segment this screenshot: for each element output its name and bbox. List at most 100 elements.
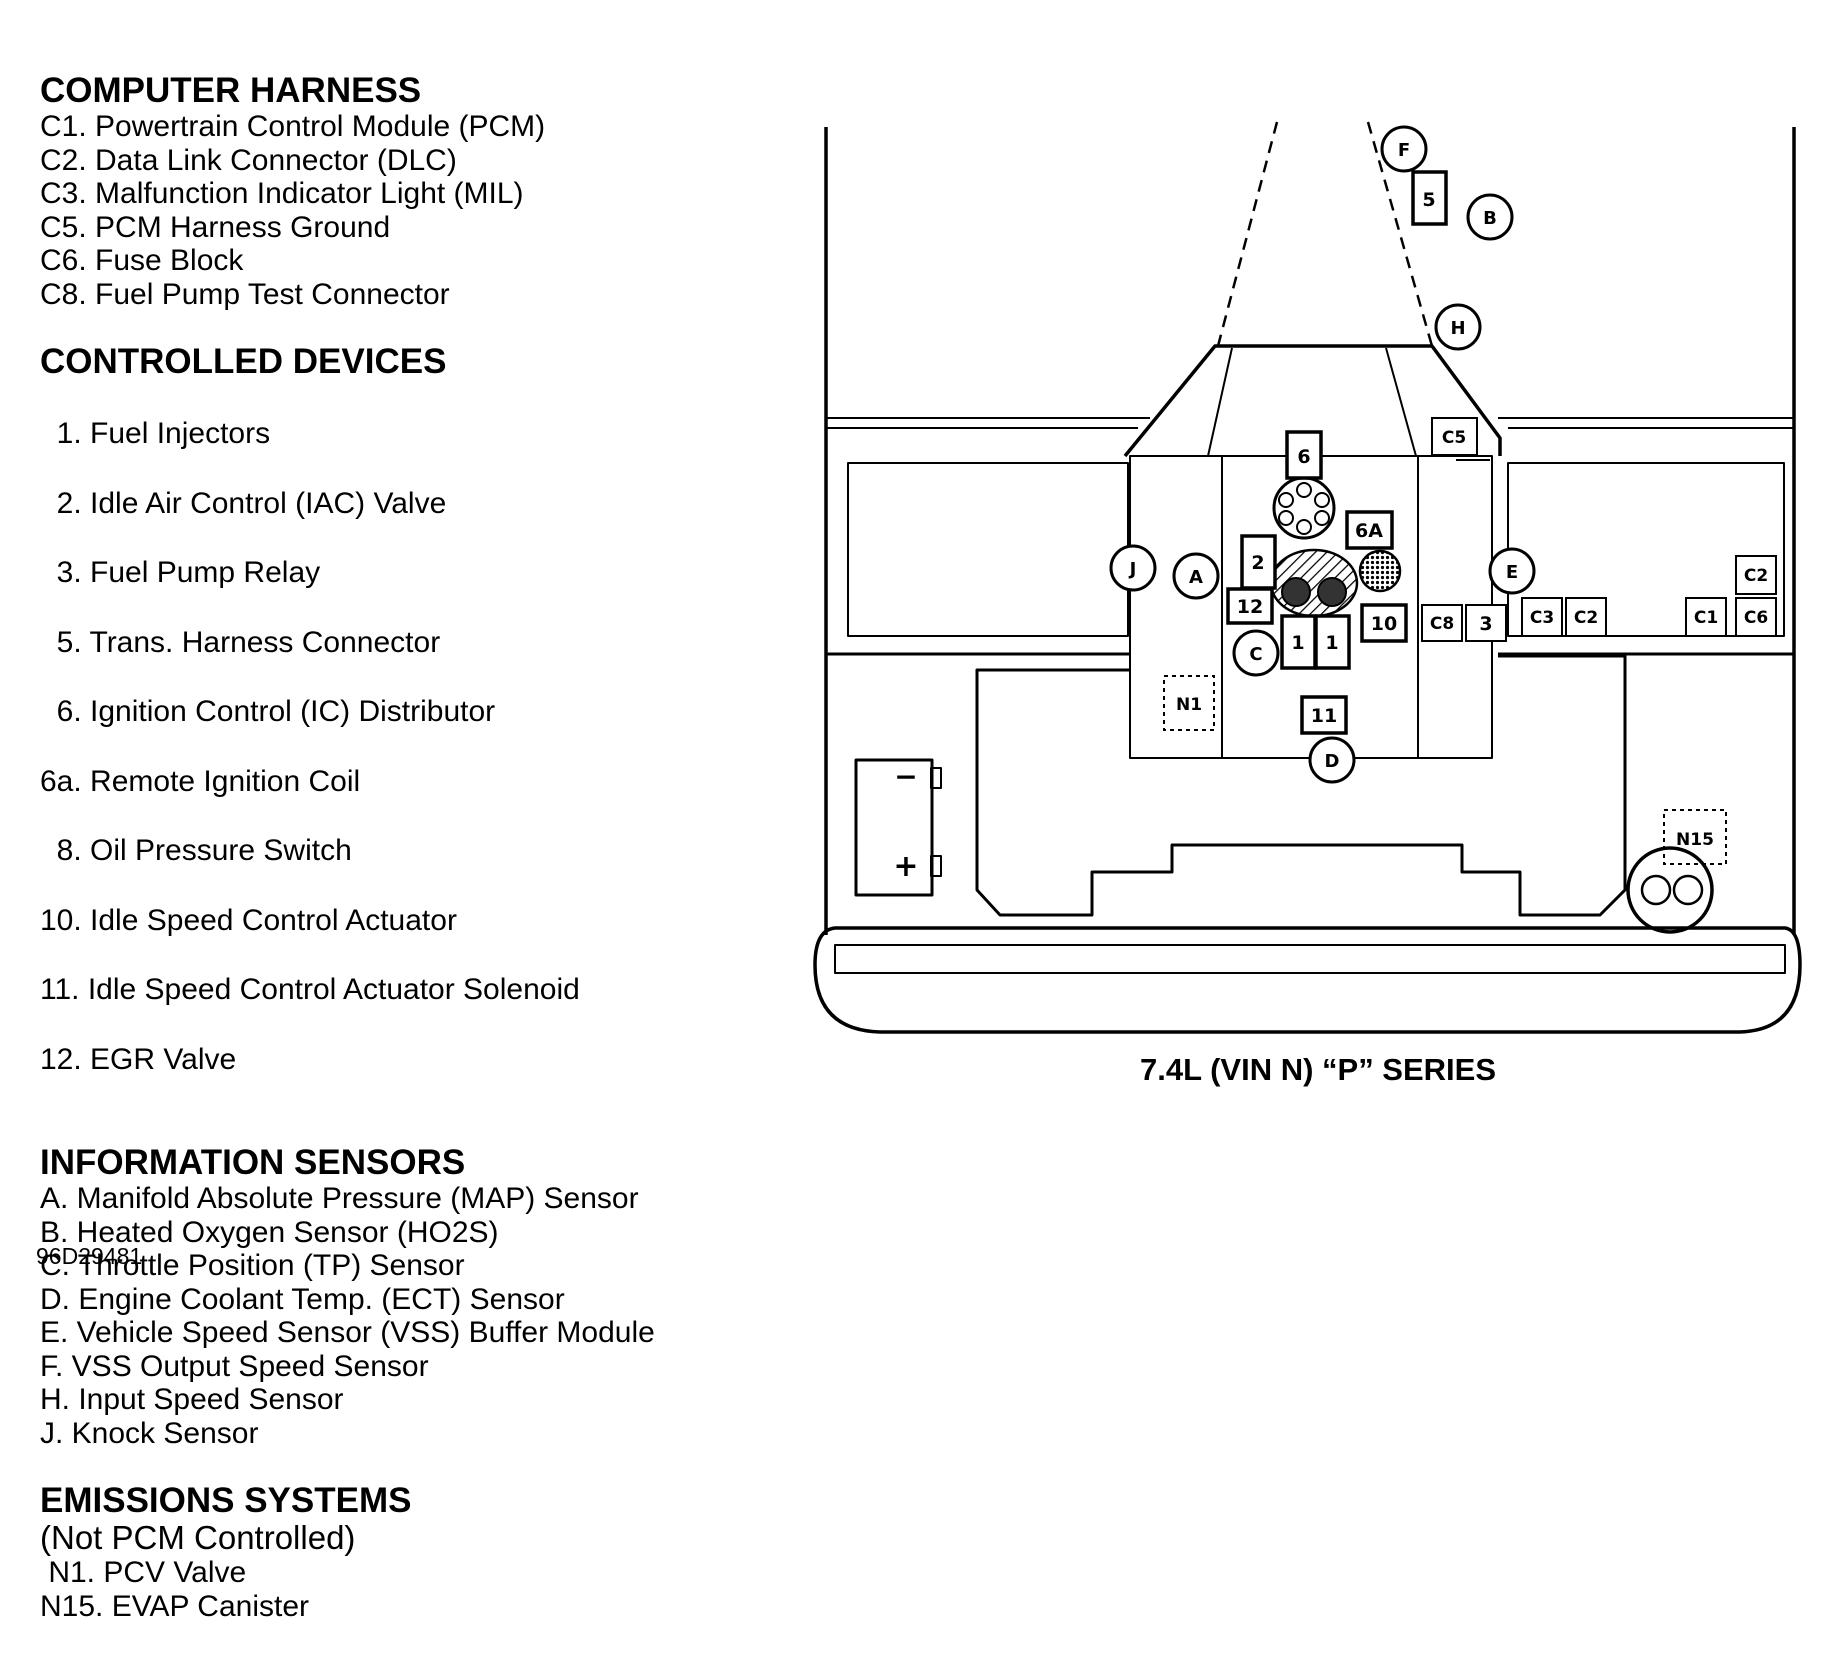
throttle-bore [1317, 577, 1347, 607]
distributor-post [1278, 492, 1294, 508]
list-item: N1. PCV Valve [40, 1556, 247, 1589]
distributor-post [1314, 510, 1330, 526]
section-title: EMISSIONS SYSTEMS [40, 1481, 412, 1520]
item-list: N1. PCV Valve N15. EVAP Canister [40, 1556, 760, 1623]
label-C8: C8 [1430, 614, 1454, 634]
connector-C1-box [1685, 597, 1727, 637]
list-item: N15. EVAP Canister [40, 1589, 310, 1623]
ignition-coil [1358, 549, 1402, 593]
label-5: 5 [1422, 189, 1435, 211]
distributor-post [1296, 482, 1312, 498]
component-12-box [1226, 587, 1274, 625]
list-item: 6. Ignition Control (IC) Distributor [40, 695, 496, 728]
component-2-box [1240, 534, 1277, 590]
evap-label-box [1663, 809, 1727, 865]
sensor-B-circle [1466, 193, 1514, 241]
sensor-D-circle [1308, 736, 1356, 784]
component-11-box [1300, 695, 1348, 735]
label-C5: C5 [1442, 428, 1466, 448]
canister-port [1672, 874, 1704, 906]
battery [854, 758, 934, 897]
label-6A: 6A [1355, 520, 1383, 542]
evap-canister [1626, 846, 1714, 934]
front-bumper [813, 926, 1802, 1034]
section-subtitle: (Not PCM Controlled) [40, 1519, 356, 1556]
section-title: INFORMATION SENSORS [40, 1143, 466, 1182]
list-item: C3. Malfunction Indicator Light (MIL) [40, 177, 524, 210]
section-controlled-devices: CONTROLLED DEVICES 1. Fuel Injectors 2. … [40, 343, 760, 1112]
canister-port [1640, 874, 1672, 906]
component-1-box [1280, 614, 1317, 670]
distributor-cap [1272, 476, 1336, 540]
list-item: B. Heated Oxygen Sensor (HO2S) [40, 1215, 499, 1249]
label-11: 11 [1311, 705, 1337, 727]
label-C6: C6 [1744, 608, 1768, 628]
sensor-E-circle [1488, 547, 1536, 595]
label-C: C [1249, 644, 1262, 665]
distributor-post [1278, 510, 1294, 526]
list-item: H. Input Speed Sensor [40, 1383, 344, 1416]
list-item: 5. Trans. Harness Connector [40, 625, 441, 659]
battery-minus: − [894, 760, 917, 793]
battery-terminal [930, 855, 942, 877]
label-J: J [1128, 559, 1137, 580]
connector-C6-box [1735, 597, 1777, 637]
distributor-post [1296, 519, 1312, 535]
section-emissions-systems: EMISSIONS SYSTEMS (Not PCM Controlled) N… [40, 1482, 760, 1623]
pcv-valve-box [1163, 675, 1215, 731]
label-C2: C2 [1574, 608, 1598, 628]
engine-compartment-diagram: − + F B [813, 121, 1802, 1034]
list-item: 10. Idle Speed Control Actuator [40, 903, 457, 937]
list-item: C6. Fuse Block [40, 244, 244, 277]
list-item: C8. Fuel Pump Test Connector [40, 277, 450, 311]
component-3-box [1465, 604, 1507, 642]
list-item: J. Knock Sensor [40, 1416, 259, 1450]
label-6: 6 [1297, 446, 1310, 468]
sensor-C-circle [1232, 629, 1280, 677]
distributor-post [1314, 492, 1330, 508]
component-6A-box [1345, 510, 1394, 550]
label-A: A [1189, 567, 1203, 588]
section-computer-harness: COMPUTER HARNESS C1. Powertrain Control … [40, 72, 760, 311]
connector-C2b-box [1735, 555, 1777, 595]
transmission-outline [1216, 121, 1279, 347]
label-C2: C2 [1744, 566, 1768, 586]
item-list: C1. Powertrain Control Module (PCM) C2. … [40, 110, 760, 311]
label-N15: N15 [1676, 830, 1714, 850]
label-C1: C1 [1694, 608, 1718, 628]
label-E: E [1506, 562, 1518, 583]
list-item: F. VSS Output Speed Sensor [40, 1349, 429, 1383]
list-item: C2. Data Link Connector (DLC) [40, 143, 457, 177]
sensor-F-circle [1380, 125, 1428, 173]
label-N1: N1 [1176, 695, 1202, 715]
list-item: A. Manifold Absolute Pressure (MAP) Sens… [40, 1182, 639, 1215]
list-item: C5. PCM Harness Ground [40, 210, 391, 244]
engine-line [1385, 347, 1417, 457]
list-item: 2. Idle Air Control (IAC) Valve [40, 486, 447, 520]
left-inner-fender [847, 462, 1129, 637]
battery-plus: + [893, 849, 918, 884]
throttle-body [1269, 548, 1359, 618]
connector-C2-box [1565, 597, 1607, 637]
label-10: 10 [1371, 613, 1397, 635]
label-H: H [1450, 318, 1465, 339]
list-item: 1. Fuel Injectors [40, 417, 271, 450]
label-1: 1 [1325, 632, 1338, 654]
list-item: D. Engine Coolant Temp. (ECT) Sensor [40, 1282, 565, 1316]
label-F: F [1398, 140, 1410, 161]
connector-C3-box [1521, 597, 1563, 637]
engine-cover-outline [1123, 344, 1502, 458]
list-item: 12. EGR Valve [40, 1042, 237, 1076]
connector-C5-box [1431, 417, 1478, 456]
component-5-box [1411, 170, 1448, 226]
subframe-outline [975, 654, 1627, 917]
label-D: D [1325, 751, 1340, 772]
component-6-box [1285, 430, 1323, 480]
label-1: 1 [1291, 632, 1304, 654]
figure-code: 96D29481 [36, 1243, 143, 1269]
component-10-box [1360, 603, 1408, 643]
label-C3: C3 [1530, 608, 1554, 628]
throttle-bore [1281, 577, 1311, 607]
label-2: 2 [1251, 552, 1264, 574]
engine-line [1207, 347, 1233, 457]
